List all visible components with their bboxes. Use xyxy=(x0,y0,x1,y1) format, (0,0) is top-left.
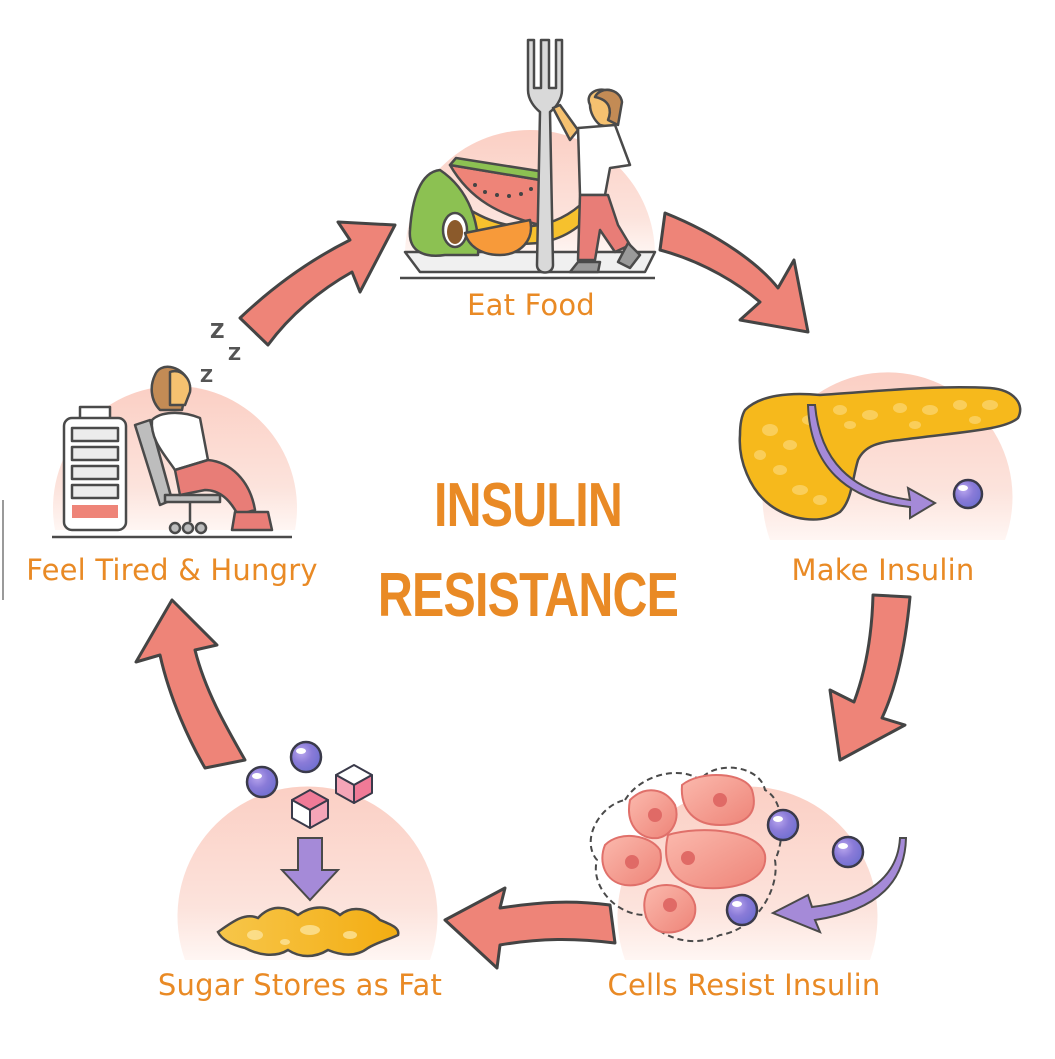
insulin-molecule-icon xyxy=(766,808,800,842)
sleep-z-icon: Z xyxy=(228,344,241,365)
arrow-insulin-to-cells xyxy=(828,593,912,762)
insulin-molecules xyxy=(725,808,865,927)
arrow-tired-to-eat xyxy=(238,220,397,347)
fork-icon xyxy=(526,38,564,274)
label-eat-food: Eat Food xyxy=(467,288,595,322)
orange-slice-icon xyxy=(463,218,533,257)
sugar-cube-icon xyxy=(291,789,329,829)
sleep-z-icon: Z xyxy=(200,366,213,387)
label-make-insulin: Make Insulin xyxy=(791,553,975,587)
arrow-eat-to-insulin xyxy=(658,211,810,334)
sugar-cube-icon xyxy=(335,764,373,804)
insulin-release-arrow xyxy=(806,404,937,520)
insulin-molecule-icon xyxy=(289,740,323,774)
rejection-arrow xyxy=(770,837,908,934)
pancreas-icon xyxy=(738,386,1022,521)
person-pants xyxy=(576,193,632,262)
label-sugar-stores-as-fat: Sugar Stores as Fat xyxy=(157,968,443,1002)
insulin-molecule-icon xyxy=(725,893,759,927)
insulin-molecule-icon xyxy=(831,835,865,869)
down-arrow-icon xyxy=(279,837,341,902)
sugar-to-fat-icon xyxy=(216,740,400,958)
label-feel-tired-hungry: Feel Tired & Hungry xyxy=(26,553,318,587)
insulin-molecule-icon xyxy=(245,765,279,799)
cells-insulin-icon xyxy=(589,766,908,943)
person-face xyxy=(168,369,192,407)
title-line-1: INSULIN xyxy=(434,471,623,540)
label-cells-resist-insulin: Cells Resist Insulin xyxy=(607,968,881,1002)
battery-low-icon xyxy=(62,405,128,532)
arrow-cells-to-fat xyxy=(443,886,617,970)
insulin-molecule-icon xyxy=(952,478,984,510)
cycle-arrows xyxy=(134,211,912,970)
title-line-2: RESISTANCE xyxy=(377,561,679,630)
arrow-fat-to-tired xyxy=(134,598,247,770)
edge-artifact xyxy=(2,500,4,600)
cell xyxy=(665,829,767,890)
plate-fruit-fork-person-icon xyxy=(400,38,657,280)
tired-person-battery-icon: Z Z Z xyxy=(52,319,292,539)
sleep-z-icon: Z xyxy=(210,319,225,343)
